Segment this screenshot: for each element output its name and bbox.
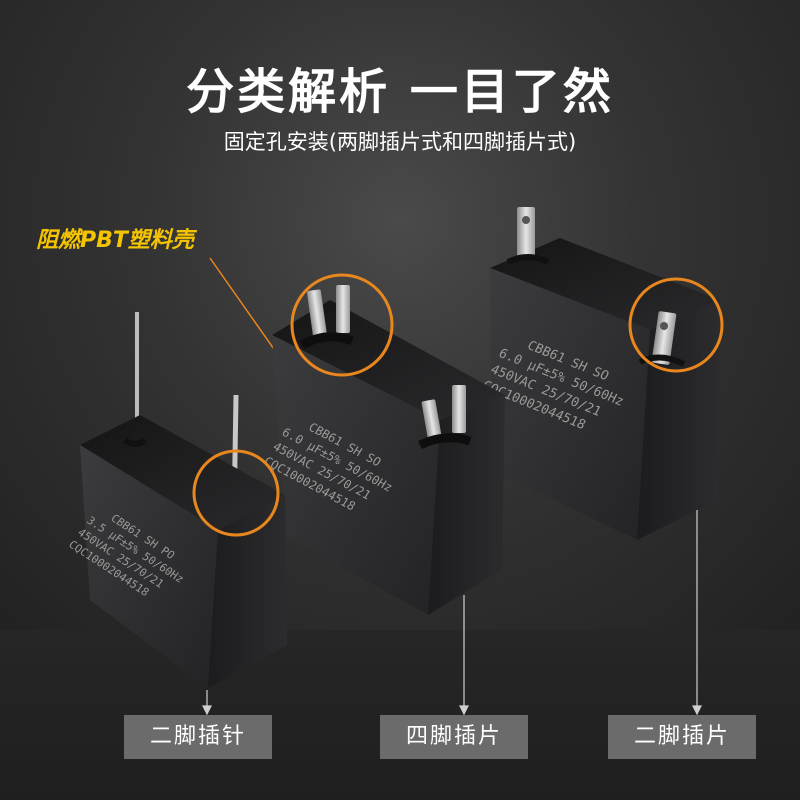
cap2-tab-highlight-ring <box>290 273 394 377</box>
headline: 分类解析 一目了然 <box>186 64 614 120</box>
cap1-pin-highlight-ring <box>192 449 280 537</box>
label-pointers <box>202 510 702 716</box>
capacitor-two-tab: CBB61 SH SO 6.0 μF±5% 50/60Hz 450VAC 25/… <box>480 207 724 540</box>
capacitor-two-pin: CBB61 SH PO 3.5 μF±5% 50/60Hz 450VAC 25/… <box>66 312 287 688</box>
cap3-tab-highlight-ring <box>628 277 724 373</box>
subheadline: 固定孔安装(两脚插片式和四脚插片式) <box>223 130 577 154</box>
capacitor-four-tab: CBB61 SH SO 6.0 μF±5% 50/60Hz 450VAC 25/… <box>261 273 505 615</box>
label-four-tab: 四脚插片 <box>380 715 528 759</box>
label-two-pin: 二脚插针 <box>124 715 272 759</box>
material-callout: 阻燃PBT塑料壳 <box>36 228 194 253</box>
label-two-tab: 二脚插片 <box>608 715 756 759</box>
